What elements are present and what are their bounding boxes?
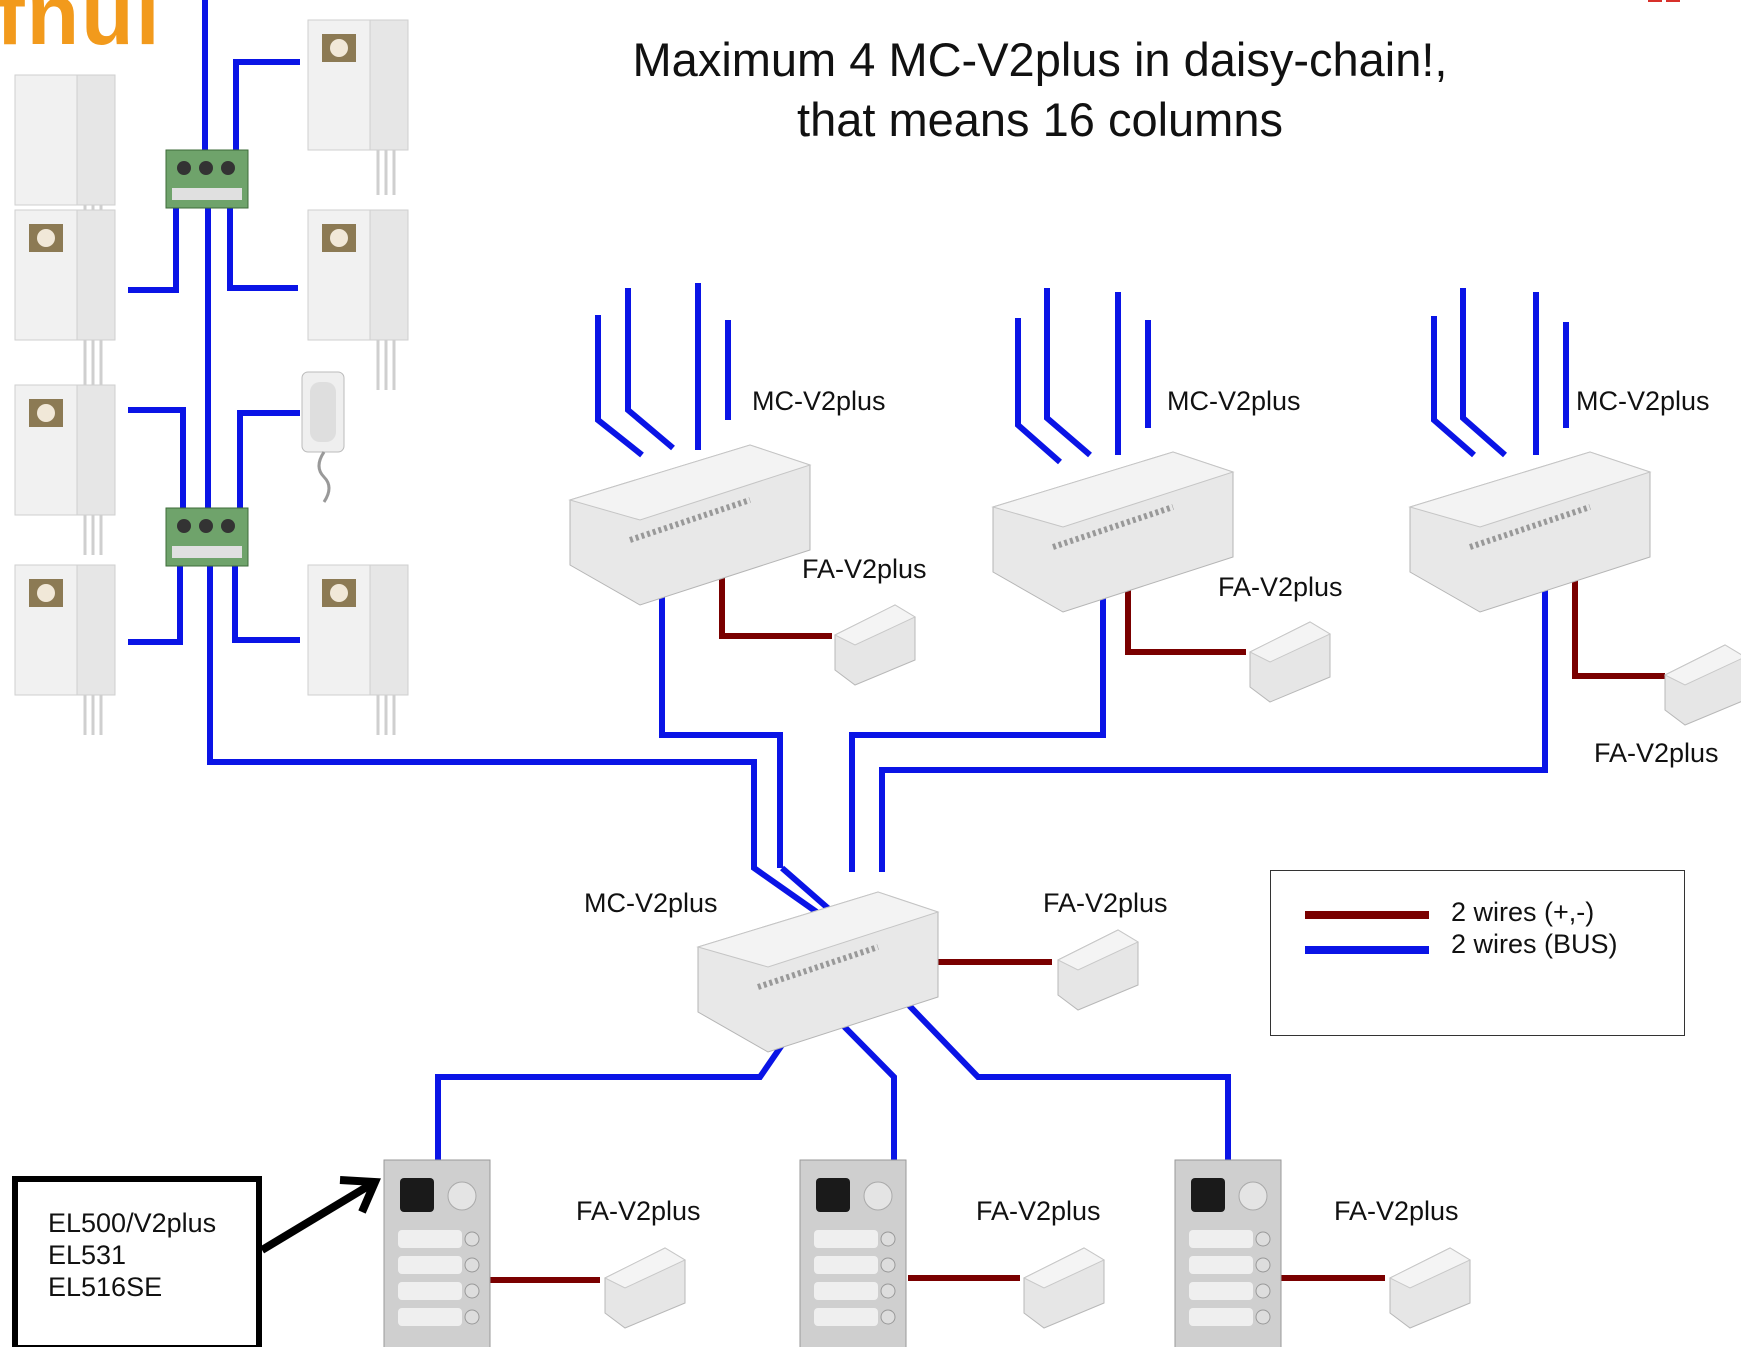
monitor-unit — [14, 209, 116, 390]
mc-module — [1408, 451, 1652, 613]
door-panel — [799, 1159, 907, 1347]
callout-arrow — [259, 1176, 381, 1254]
fa-power-supply — [603, 1247, 687, 1329]
fa-power-supply — [1388, 1247, 1472, 1329]
mc-label-3: MC-V2plus — [1576, 386, 1710, 416]
monitor-unit — [14, 384, 116, 555]
panel-models-callout: EL500/V2plus EL531 EL516SE — [12, 1176, 262, 1347]
callout-line-2: EL531 — [48, 1240, 127, 1270]
legend: 2 wires (+,-) 2 wires (BUS) — [1270, 870, 1685, 1036]
callout-line-3: EL516SE — [48, 1272, 163, 1302]
fa-power-supply — [833, 604, 917, 686]
bus-wires — [128, 0, 1569, 1165]
fa-power-supply — [1663, 644, 1741, 726]
monitor-unit — [307, 19, 409, 195]
monitor-unit — [14, 564, 116, 735]
monitor-unit — [307, 209, 409, 390]
title-line-1: Maximum 4 MC-V2plus in daisy-chain!, — [632, 33, 1448, 86]
distributor-board — [165, 507, 249, 567]
fa-label-panel-1: FA-V2plus — [576, 1196, 701, 1226]
power-wires — [488, 552, 1665, 1283]
fa-power-supply — [1248, 621, 1332, 703]
legend-bus-label: 2 wires (BUS) — [1451, 929, 1618, 959]
brand-logo-corner — [1648, 0, 1680, 2]
brand-logo: fnul — [0, 0, 162, 63]
fa-power-supply — [1022, 1247, 1106, 1329]
diagram-title: Maximum 4 MC-V2plus in daisy-chain!, tha… — [560, 30, 1520, 150]
indoor-monitors — [14, 19, 409, 735]
door-panel — [1174, 1159, 1282, 1347]
fa-label-2: FA-V2plus — [1218, 572, 1343, 602]
fa-label-panel-2: FA-V2plus — [976, 1196, 1101, 1226]
legend-bus-swatch — [1305, 946, 1429, 954]
fa-label-panel-3: FA-V2plus — [1334, 1196, 1459, 1226]
monitor-unit — [14, 74, 116, 255]
legend-power-label: 2 wires (+,-) — [1451, 897, 1595, 927]
mc-label-1: MC-V2plus — [752, 386, 886, 416]
fa-label-1: FA-V2plus — [802, 554, 927, 584]
mc-label-2: MC-V2plus — [1167, 386, 1301, 416]
fa-power-supply — [1056, 929, 1140, 1011]
mc-module-main — [696, 891, 940, 1053]
fa-label-main: FA-V2plus — [1043, 888, 1168, 918]
handset-phone — [301, 371, 345, 503]
mc-module — [991, 451, 1235, 613]
mc-module — [568, 444, 812, 606]
callout-line-1: EL500/V2plus — [48, 1208, 217, 1238]
distributor-board — [165, 149, 249, 209]
fa-label-3: FA-V2plus — [1594, 738, 1719, 768]
monitor-unit — [307, 564, 409, 735]
door-panel — [383, 1159, 491, 1347]
title-line-2: that means 16 columns — [797, 93, 1283, 146]
legend-power-swatch — [1305, 911, 1429, 919]
mc-label-main: MC-V2plus — [584, 888, 718, 918]
